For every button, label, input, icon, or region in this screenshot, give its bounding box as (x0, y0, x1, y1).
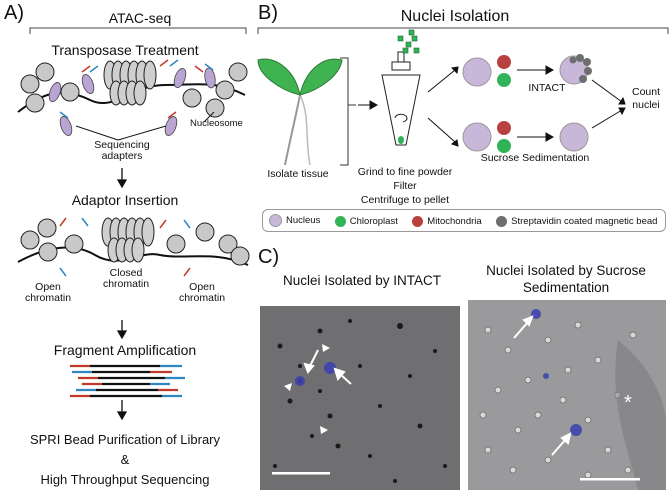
panel-b-letter: B) (258, 2, 278, 24)
nucleus-swatch (269, 214, 282, 227)
sucrose-label: Sucrose Sedimentation (480, 152, 590, 164)
panel-a-letter: A) (4, 2, 24, 24)
tube-icon (381, 29, 421, 146)
legend-item-nucleus: Nucleus (269, 214, 320, 227)
fragments (70, 364, 185, 398)
step-transposase: Transposase Treatment (51, 42, 199, 58)
panel-b-title: Nuclei Isolation (400, 8, 510, 25)
sucrose-micrograph: * (468, 300, 666, 490)
plant-icon (257, 58, 343, 166)
asterisk-marker: * (624, 392, 632, 414)
isolate-tissue-label: Isolate tissue (267, 168, 329, 180)
nucleosome-group-1 (20, 62, 248, 118)
intact-label: INTACT (528, 82, 566, 94)
intact-micrograph (260, 306, 460, 490)
panel-a-title: ATAC-seq (108, 10, 172, 26)
mitochondria-swatch (412, 216, 424, 227)
nucleosome-label: Nucleosome (190, 118, 243, 129)
adapters-step1 (59, 59, 214, 119)
legend-item-bead: Streptavidin coated magnetic bead (496, 216, 657, 227)
chloroplast-swatch (334, 216, 346, 227)
step-adaptor-insertion: Adaptor Insertion (71, 192, 179, 208)
step-fragment-amplification: Fragment Amplification (53, 342, 197, 358)
panel-c-letter: C) (258, 246, 280, 268)
step-sequencing: SPRI Bead Purification of Library&High T… (29, 432, 221, 487)
legend-item-mitochondria: Mitochondria (412, 216, 482, 227)
bead-swatch (496, 216, 508, 227)
legend: Nucleus Chloroplast Mitochondria Strepta… (262, 209, 666, 232)
intact-image-title: Nuclei Isolated by INTACT (282, 273, 442, 288)
closed-cluster-1 (103, 60, 157, 106)
transposase-ovals (48, 67, 216, 136)
legend-item-chloroplast: Chloroplast (334, 216, 398, 227)
